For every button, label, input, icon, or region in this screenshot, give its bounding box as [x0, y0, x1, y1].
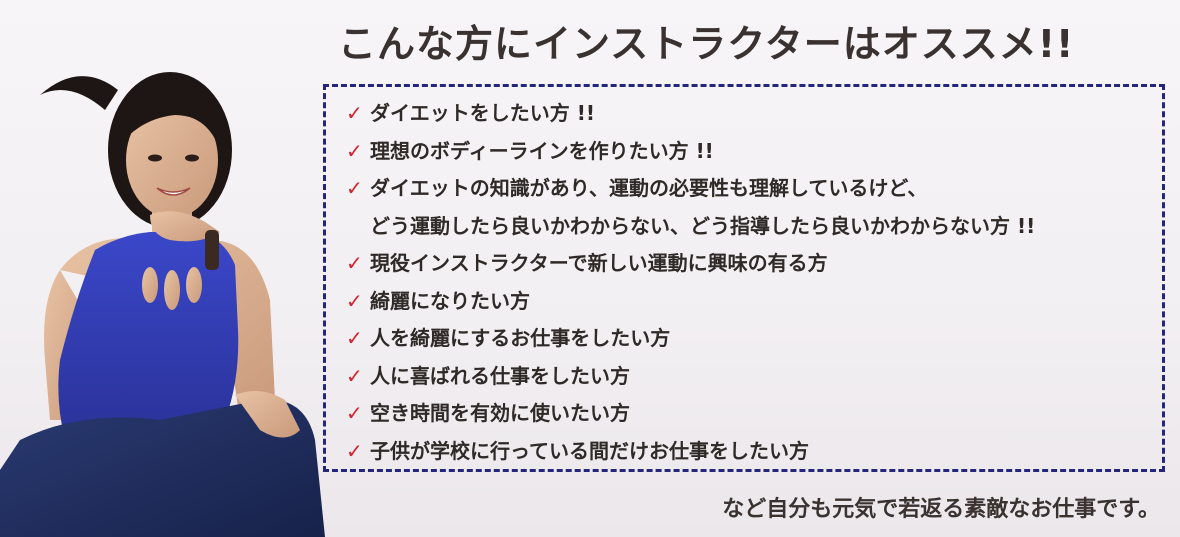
check-icon: ✓: [346, 401, 363, 425]
check-icon: ✓: [346, 288, 363, 313]
list-item-text: 現役インストラクターで新しい運動に興味の有る方: [370, 245, 828, 283]
check-icon: ✓: [346, 138, 363, 163]
list-item-line: 子供が学校に行っている間だけお仕事をしたい方: [370, 438, 809, 463]
list-item: ✓ ダイエットをしたい方 !!: [346, 95, 1152, 133]
list-item-text: 綺麗になりたい方: [370, 283, 530, 321]
list-item: ✓ 空き時間を有効に使いたい方: [346, 395, 1152, 433]
list-item-line: 人を綺麗にするお仕事をしたい方: [370, 326, 671, 350]
page-title: こんな方にインストラクターはオススメ!!: [338, 22, 1075, 66]
list-item-text: 空き時間を有効に使いたい方: [370, 395, 630, 433]
list-item: ✓ 理想のボディーラインを作りたい方 !!: [346, 133, 1152, 171]
list-item: ✓ 人を綺麗にするお仕事をしたい方: [346, 320, 1152, 358]
list-item: ✓ 子供が学校に行っている間だけお仕事をしたい方: [346, 433, 1152, 471]
list-item-text: 理想のボディーラインを作りたい方 !!: [370, 133, 714, 171]
list-item-line: 空き時間を有効に使いたい方: [370, 401, 630, 425]
list-item-line: 綺麗になりたい方: [370, 288, 530, 313]
list-item-text: 人に喜ばれる仕事をしたい方: [370, 358, 630, 396]
list-item: ✓ 現役インストラクターで新しい運動に興味の有る方: [346, 245, 1152, 283]
recommendation-list: ✓ ダイエットをしたい方 !! ✓ 理想のボディーラインを作りたい方 !! ✓ ダイエット…: [323, 84, 1165, 472]
list-item-line: 理想のボディーラインを作りたい方 !!: [370, 138, 714, 163]
list-item: ✓ 綺麗になりたい方: [346, 283, 1152, 321]
instructor-photo: [0, 0, 330, 537]
list-item-line: ダイエットの知識があり、運動の必要性も理解しているけど、: [370, 176, 928, 200]
list-item-line: 現役インストラクターで新しい運動に興味の有る方: [370, 251, 828, 275]
list-item-line: ダイエットをしたい方 !!: [370, 101, 596, 125]
check-icon: ✓: [346, 326, 363, 350]
check-icon: ✓: [346, 251, 363, 275]
list-item-text: 子供が学校に行っている間だけお仕事をしたい方: [370, 433, 809, 471]
list-item-line: どう運動したら良いかわからない、どう指導したら良いかわからない方 !!: [370, 213, 1036, 238]
footer-text: など自分も元気で若返る素敵なお仕事です。: [722, 497, 1160, 522]
list-item-text: ダイエットをしたい方 !!: [370, 95, 595, 133]
check-icon: ✓: [346, 176, 363, 200]
list-item: ✓ ダイエットの知識があり、運動の必要性も理解しているけど、どう運動したら良いかわ…: [346, 170, 1152, 245]
list-item-line: 人に喜ばれる仕事をしたい方: [370, 363, 630, 388]
list-item-text: ダイエットの知識があり、運動の必要性も理解しているけど、どう運動したら良いかわか…: [370, 170, 1035, 245]
check-icon: ✓: [346, 363, 363, 388]
list-item: ✓ 人に喜ばれる仕事をしたい方: [346, 358, 1152, 396]
check-icon: ✓: [346, 438, 363, 463]
list-item-text: 人を綺麗にするお仕事をしたい方: [370, 320, 670, 358]
check-icon: ✓: [346, 101, 363, 125]
